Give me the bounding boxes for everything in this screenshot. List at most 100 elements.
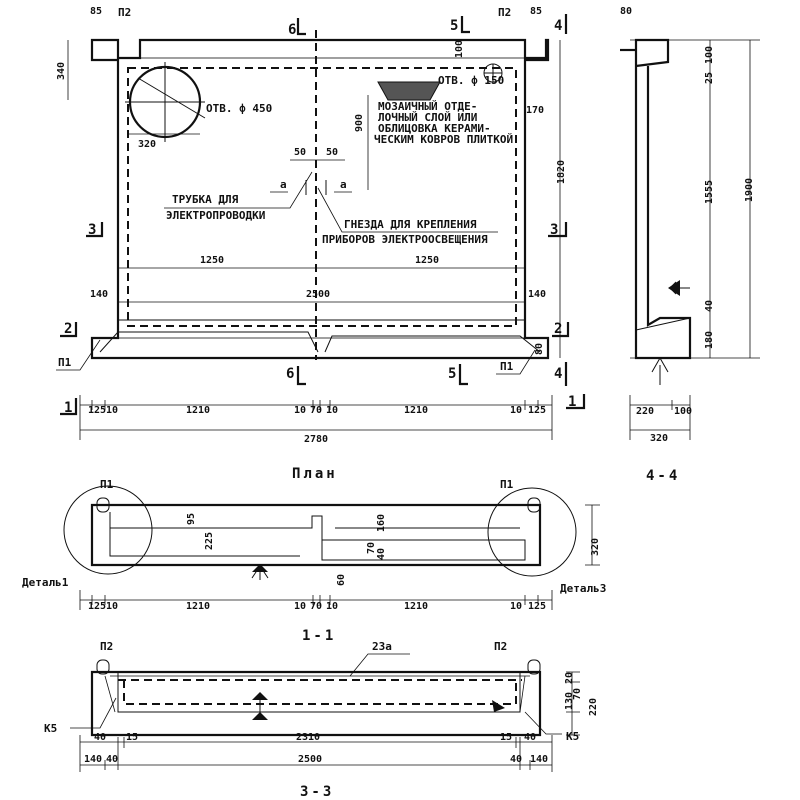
plan-dim-10a: 10 <box>106 405 118 416</box>
section-4-top: 4 <box>554 18 565 34</box>
s33-rebar <box>118 679 522 705</box>
s11-dim-160: 160 <box>376 514 387 532</box>
s11-dim-225: 225 <box>204 532 215 550</box>
section-2-left-arrow <box>60 322 78 338</box>
mosaic-note-3: ОБЛИЦОВКА КЕРАМИ- <box>378 122 491 135</box>
s11-left-trough <box>109 528 300 557</box>
s33-dim-220: 220 <box>588 698 599 716</box>
tube-leader <box>164 171 313 209</box>
dim-80: 80 <box>534 343 545 355</box>
mark-p1-left-leader <box>56 339 101 371</box>
letter-a-left: а <box>280 178 287 191</box>
s44-dim-1555: 1555 <box>704 180 715 204</box>
s11-dim-1210b: 1210 <box>404 601 428 612</box>
s33-outline <box>90 670 542 737</box>
s44-dim-220: 220 <box>636 406 654 417</box>
mark-p1-right: П1 <box>500 360 514 373</box>
s33-mark-p2-left: П2 <box>100 640 113 653</box>
s33-dim-130: 130 <box>564 692 575 710</box>
mosaic-hatch <box>377 81 441 101</box>
section11-title: 1-1 <box>302 628 336 644</box>
plan-outline <box>90 38 550 360</box>
dim-85-right: 85 <box>530 6 542 17</box>
section44-arrow-bottom <box>651 356 669 385</box>
s44-dim-80: 80 <box>620 6 632 17</box>
dim-140-left: 140 <box>90 289 108 300</box>
s11-dim-125b: 125 <box>528 601 546 612</box>
dim-1250-right: 1250 <box>415 255 439 266</box>
section-6-top-arrow <box>296 18 306 36</box>
s33-dim-20: 20 <box>564 672 575 684</box>
dim-2500: 2500 <box>306 289 330 300</box>
plan-dim-10b: 10 <box>294 405 306 416</box>
s33-loop-left <box>96 659 110 675</box>
plan-bottom-dims: 125 10 1210 10 70 10 1210 10 125 2780 <box>88 405 546 445</box>
plan-dim-1210a: 1210 <box>186 405 210 416</box>
plan-title: План <box>292 466 338 482</box>
s44-dim-1900: 1900 <box>744 178 755 202</box>
mosaic-note-2: ЛОЧНЫЙ СЛОЙ ИЛИ <box>378 111 477 124</box>
s11-mark-p1-right: П1 <box>500 478 514 491</box>
s11-dim-10d: 10 <box>510 601 522 612</box>
s44-dim-100: 100 <box>704 46 715 64</box>
s44-bottom-dim-lines <box>629 395 691 440</box>
s11-detail1-circle <box>63 485 153 575</box>
s33-dim-40b: 40 <box>524 732 536 743</box>
section-2-right-arrow <box>552 322 570 338</box>
section-6-top: 6 <box>288 22 299 38</box>
section44-arrowhead <box>668 280 680 296</box>
s11-dim-70: 70 <box>366 542 377 554</box>
s11-dim-60: 60 <box>336 574 347 586</box>
hole-150-cross <box>484 64 502 82</box>
plan-dim-125a: 125 <box>88 405 106 416</box>
s44-dim-25: 25 <box>704 72 715 84</box>
s33-right-dim-lines <box>566 671 580 736</box>
section-4-4: 80 100 25 1555 1900 40 180 220 100 320 4… <box>620 6 760 484</box>
s11-dim-320: 320 <box>590 538 601 556</box>
s33-mark-p2-right: П2 <box>494 640 507 653</box>
s11-dim-70b: 70 <box>310 601 322 612</box>
section-1-left-arrow <box>60 398 78 416</box>
letter-a-right: а <box>340 178 347 191</box>
section-2-right: 2 <box>554 321 565 337</box>
plan-dim-chain <box>79 395 553 440</box>
s44-dim-40: 40 <box>704 300 715 312</box>
dim-50-b: 50 <box>326 147 338 158</box>
s33-k5-left: К5 <box>44 722 57 735</box>
section-1-right-arrow <box>566 394 586 410</box>
section-marks: 6 5 4 3 3 2 2 6 5 4 1 1 <box>60 14 586 416</box>
s33-dim-40d: 40 <box>510 754 522 765</box>
s44-dim-320: 320 <box>650 433 668 444</box>
section44-slope <box>635 317 691 331</box>
s33-dim-2310: 2310 <box>296 732 320 743</box>
s11-detail3: Деталь3 <box>560 582 606 595</box>
mark-p2-left: П2 <box>118 6 131 19</box>
tube-note-1: ТРУБКА ДЛЯ <box>172 193 239 206</box>
section-5-top: 5 <box>450 18 461 34</box>
section44-dim-lines <box>630 39 760 359</box>
dim-340: 340 <box>56 62 67 80</box>
dim-1820: 1820 <box>556 160 567 184</box>
hole-150-label: ОТВ. ф 150 <box>438 74 504 87</box>
s11-dim-40: 40 <box>376 548 387 560</box>
plan-dim-70: 70 <box>310 405 322 416</box>
s33-k5-right: К5 <box>566 730 579 743</box>
section-1-1: П1 П1 Деталь1 Деталь3 225 95 160 70 40 6… <box>22 478 606 644</box>
section-3-left: 3 <box>88 222 99 238</box>
s33-loop-right <box>527 659 541 675</box>
s11-dim-125a: 125 <box>88 601 106 612</box>
s11-dim-chain <box>79 590 553 610</box>
s11-loop-right <box>527 497 541 513</box>
s33-rebar-label: 23а <box>372 640 392 653</box>
s44-dim-180: 180 <box>704 331 715 349</box>
s11-mark-p1-left: П1 <box>100 478 114 491</box>
section-3-3: П2 П2 23а К5 К5 20 130 70 220 40 15 2310… <box>44 640 599 800</box>
s33-dim-2500: 2500 <box>298 754 322 765</box>
mark-p1-left: П1 <box>58 356 72 369</box>
dim-170: 170 <box>526 105 544 116</box>
s11-dim-1210a: 1210 <box>186 601 210 612</box>
s11-arrowhead <box>252 564 268 572</box>
dim-85-left: 85 <box>90 6 102 17</box>
s33-bottom-dim-lines <box>79 735 553 772</box>
s11-detail1: Деталь1 <box>22 576 69 589</box>
